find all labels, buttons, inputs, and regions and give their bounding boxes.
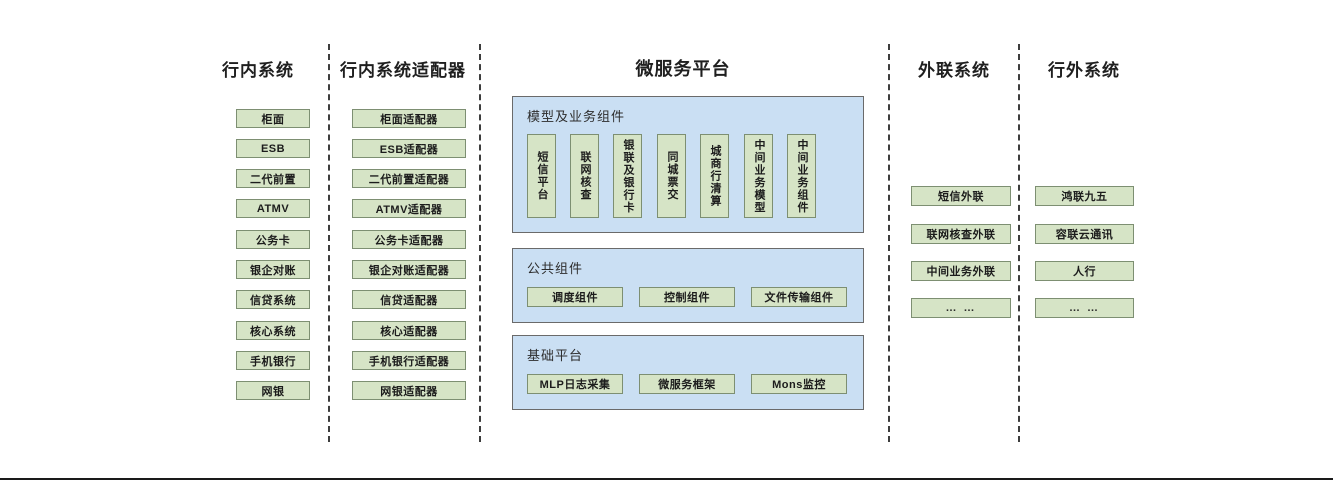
node-internal-adapter[interactable]: 核心适配器	[352, 321, 466, 340]
panel-public-components: 公共组件	[512, 248, 864, 323]
column-header-outside-bank-systems: 行外系统	[1048, 61, 1120, 80]
node-outside-bank-system[interactable]: 鸿联九五	[1035, 186, 1134, 206]
node-label: 城商行清算	[709, 144, 721, 208]
node-label: 同城票交	[666, 151, 678, 201]
node-internal-adapter[interactable]: 银企对账适配器	[352, 260, 466, 279]
node-external-link-system-more[interactable]: … …	[911, 298, 1011, 318]
node-label: 中间业务模型	[753, 138, 765, 214]
node-public-component[interactable]: 调度组件	[527, 287, 623, 307]
column-header-external-link-systems: 外联系统	[918, 61, 990, 80]
node-base-platform-component[interactable]: Mons监控	[751, 374, 847, 394]
node-internal-adapter[interactable]: ATMV适配器	[352, 199, 466, 218]
panel-title-model-business-components: 模型及业务组件	[527, 109, 626, 124]
node-internal-adapter[interactable]: 二代前置适配器	[352, 169, 466, 188]
node-internal-system[interactable]: ATMV	[236, 199, 310, 218]
node-base-platform-component[interactable]: 微服务框架	[639, 374, 735, 394]
node-internal-system[interactable]: 公务卡	[236, 230, 310, 249]
node-model-component[interactable]: 中间业务模型	[744, 134, 773, 218]
node-external-link-system[interactable]: 中间业务外联	[911, 261, 1011, 281]
node-label: 中间业务组件	[796, 138, 808, 214]
node-internal-system[interactable]: 手机银行	[236, 351, 310, 370]
node-internal-adapter[interactable]: 柜面适配器	[352, 109, 466, 128]
panel-base-platform: 基础平台	[512, 335, 864, 410]
node-label: 银联及银行卡	[622, 138, 634, 214]
node-model-component[interactable]: 中间业务组件	[787, 134, 816, 218]
column-header-internal-systems: 行内系统	[222, 61, 294, 80]
node-internal-system[interactable]: 柜面	[236, 109, 310, 128]
node-internal-adapter[interactable]: 网银适配器	[352, 381, 466, 400]
column-divider-2	[479, 44, 481, 442]
node-internal-system[interactable]: 核心系统	[236, 321, 310, 340]
bottom-rule	[0, 478, 1333, 480]
column-header-microservice-platform: 微服务平台	[635, 59, 731, 79]
node-internal-adapter[interactable]: 手机银行适配器	[352, 351, 466, 370]
node-internal-system[interactable]: 银企对账	[236, 260, 310, 279]
node-internal-system[interactable]: 信贷系统	[236, 290, 310, 309]
panel-title-base-platform: 基础平台	[527, 348, 584, 363]
node-internal-adapter[interactable]: 信贷适配器	[352, 290, 466, 309]
node-public-component[interactable]: 控制组件	[639, 287, 735, 307]
node-internal-system[interactable]: 二代前置	[236, 169, 310, 188]
column-divider-4	[1018, 44, 1020, 442]
node-base-platform-component[interactable]: MLP日志采集	[527, 374, 623, 394]
column-divider-3	[888, 44, 890, 442]
node-outside-bank-system-more[interactable]: … …	[1035, 298, 1134, 318]
node-outside-bank-system[interactable]: 容联云通讯	[1035, 224, 1134, 244]
column-header-internal-adapters: 行内系统适配器	[340, 61, 466, 80]
panel-title-public-components: 公共组件	[527, 261, 584, 276]
node-label: 短信平台	[536, 151, 548, 201]
column-divider-1	[328, 44, 330, 442]
node-public-component[interactable]: 文件传输组件	[751, 287, 847, 307]
node-model-component[interactable]: 银联及银行卡	[613, 134, 642, 218]
node-outside-bank-system[interactable]: 人行	[1035, 261, 1134, 281]
node-label: 联网核查	[579, 151, 591, 201]
node-internal-adapter[interactable]: 公务卡适配器	[352, 230, 466, 249]
node-external-link-system[interactable]: 联网核查外联	[911, 224, 1011, 244]
node-model-component[interactable]: 城商行清算	[700, 134, 729, 218]
node-internal-system[interactable]: 网银	[236, 381, 310, 400]
node-model-component[interactable]: 短信平台	[527, 134, 556, 218]
node-internal-system[interactable]: ESB	[236, 139, 310, 158]
node-model-component[interactable]: 联网核查	[570, 134, 599, 218]
node-internal-adapter[interactable]: ESB适配器	[352, 139, 466, 158]
node-model-component[interactable]: 同城票交	[657, 134, 686, 218]
node-external-link-system[interactable]: 短信外联	[911, 186, 1011, 206]
